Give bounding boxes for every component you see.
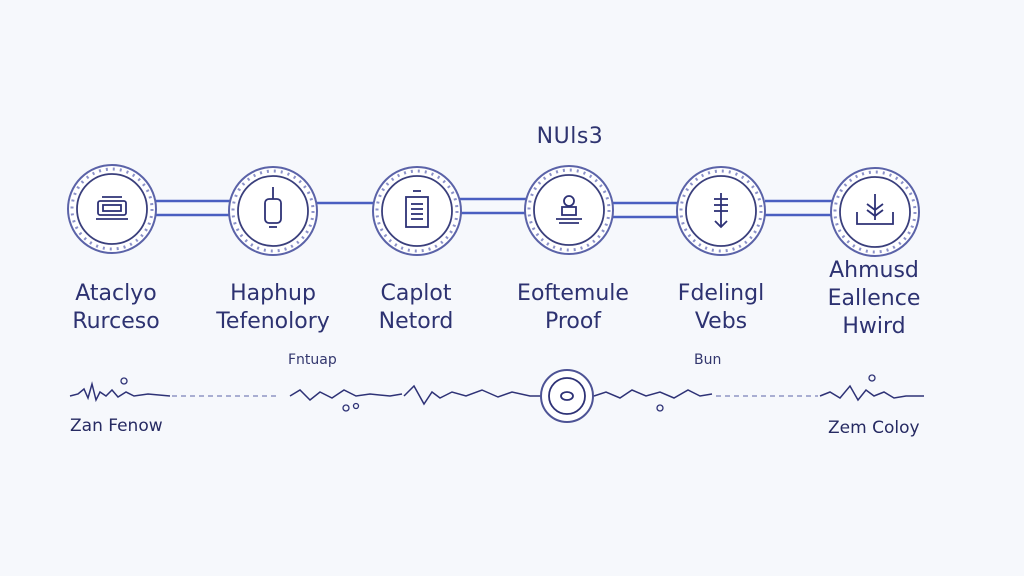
node-ring-dots [70, 167, 154, 251]
target-icon [560, 391, 574, 401]
node-ring-dots [375, 169, 459, 253]
connectors [156, 197, 832, 219]
node-ring-inner [381, 175, 453, 247]
arrow-feather-icon [714, 193, 728, 229]
wave-center-left [403, 384, 540, 406]
jar-icon [264, 187, 282, 228]
lower-timeline [69, 369, 924, 423]
wave-left-dot [120, 377, 128, 385]
node-ring-dots [833, 170, 917, 254]
node-label-3: Caplot Netord [378, 281, 454, 334]
wave-mid-left-dot [342, 404, 350, 412]
pedestal-icon [556, 195, 582, 224]
node-ring-dots [231, 169, 315, 253]
machine-icon [96, 196, 128, 220]
wave-right [819, 384, 924, 402]
node-ring-inner [533, 174, 605, 246]
wave-left [69, 381, 171, 403]
node-label-5: Fdelingl Vebs [677, 281, 765, 334]
center-ring-inner [548, 377, 586, 415]
node-2 [228, 166, 318, 256]
node-5 [676, 166, 766, 256]
wave-mid-left [289, 389, 403, 402]
node-label-1: Ataclyo Rurceso [72, 281, 160, 334]
mid-right-label: Bun [694, 352, 722, 368]
mid-left-label: Fntuap [288, 352, 337, 368]
node-6 [830, 167, 920, 257]
node-label-4: Eoftemule Proof [517, 281, 629, 334]
document-icon [405, 190, 429, 228]
node-ring-inner [237, 175, 309, 247]
node-ring-dots [527, 168, 611, 252]
wave-center-right-dot [656, 404, 664, 412]
left-end-label: Zan Fenow [70, 416, 163, 436]
node-ring-dots [679, 169, 763, 253]
node-1 [67, 164, 157, 254]
node-3 [372, 166, 462, 256]
node-ring-inner [76, 173, 148, 245]
node-label-6: Ahmusd Eallence Hwird [827, 258, 921, 339]
node-4 [524, 165, 614, 255]
plant-tray-icon [856, 194, 894, 225]
wave-right-dot [868, 374, 876, 382]
node-label-2: Haphup Tefenolory [216, 281, 330, 334]
wave-mid-left-dot-2 [352, 402, 360, 410]
diagram-title: NUls3 [536, 124, 604, 149]
wave-center-right [593, 389, 713, 399]
right-end-label: Zem Coloy [828, 418, 920, 438]
